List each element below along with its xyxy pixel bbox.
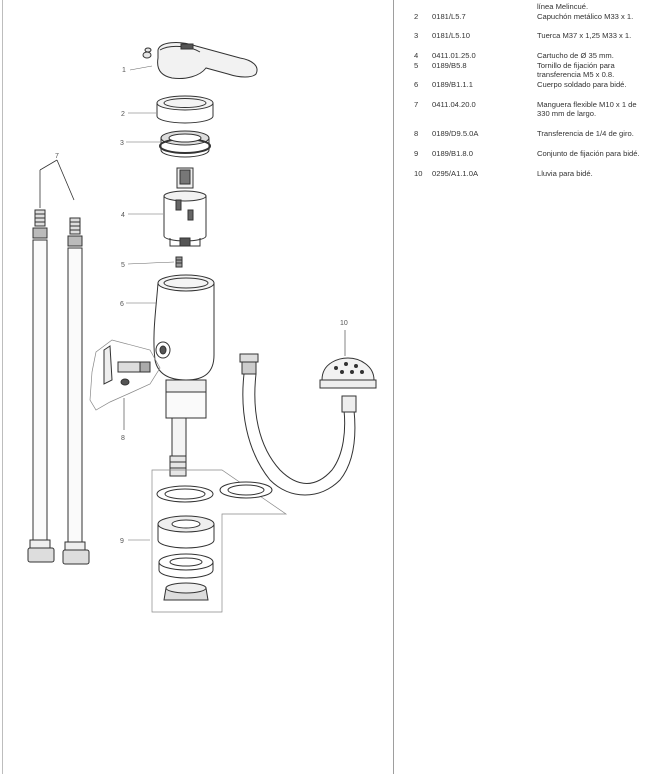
part-number: 6 — [414, 80, 419, 89]
part-number: 9 — [414, 149, 419, 158]
callout-5: 5 — [121, 262, 125, 269]
cartridge-part — [163, 167, 207, 247]
part-number: 2 — [414, 12, 419, 21]
part-description: Manguera flexible M10 x 1 de 330 mm de l… — [537, 100, 637, 119]
part-code: 0181/L5.10 — [432, 31, 471, 40]
part-number: 3 — [414, 31, 419, 40]
exploded-parts-diagram: 1 2 3 4 5 6 7 8 9 10 — [27, 42, 377, 613]
callout-7: 7 — [55, 153, 59, 160]
page-border — [2, 0, 3, 774]
part-code: 0181/L5.7 — [432, 12, 466, 21]
column-divider — [393, 0, 394, 774]
part-number: 7 — [414, 100, 419, 109]
part-description: línea Melincué. — [537, 2, 589, 11]
part-description: Lluvia para bidé. — [537, 169, 593, 178]
part-code: 0189/B1.1.1 — [432, 80, 473, 89]
transfer-valve-part — [89, 339, 161, 430]
fixing-screw-part — [175, 256, 183, 268]
flexible-hoses-part — [27, 159, 90, 565]
part-code: 0189/B5.8 — [432, 61, 467, 70]
callout-1: 1 — [122, 67, 126, 74]
part-description: Conjunto de fijación para bidé. — [537, 149, 640, 158]
part-description: Transferencia de 1/4 de giro. — [537, 129, 634, 138]
callout-10: 10 — [340, 320, 348, 327]
callout-9: 9 — [120, 538, 124, 545]
callout-2: 2 — [121, 111, 125, 118]
fixing-set-part — [151, 469, 288, 613]
callout-8: 8 — [121, 435, 125, 442]
part-code: 0295/A1.1.0A — [432, 169, 479, 178]
part-description: Cuerpo soldado para bidé. — [537, 80, 627, 89]
part-description: Capuchón metálico M33 x 1. — [537, 12, 634, 21]
callout-4: 4 — [121, 212, 125, 219]
part-code: 0411.04.20.0 — [432, 100, 476, 109]
part-code: 0411.01.25.0 — [432, 51, 476, 60]
lever-handle-part — [142, 42, 258, 79]
part-code: 0189/B1.8.0 — [432, 149, 473, 158]
part-number: 5 — [414, 61, 419, 70]
part-number: 8 — [414, 129, 419, 138]
part-number: 10 — [414, 169, 423, 178]
part-description: Tuerca M37 x 1,25 M33 x 1. — [537, 31, 632, 40]
part-description: Tornillo de fijación para transferencia … — [537, 61, 615, 80]
part-number: 4 — [414, 51, 419, 60]
bidet-body-part — [153, 274, 215, 477]
nut-part — [159, 130, 211, 158]
part-code: 0189/D9.5.0A — [432, 129, 479, 138]
metal-cap-part — [156, 95, 214, 124]
part-description: Cartucho de Ø 35 mm. — [537, 51, 614, 60]
callout-6: 6 — [120, 301, 124, 308]
bidet-spray-part — [239, 330, 377, 496]
callout-3: 3 — [120, 140, 124, 147]
